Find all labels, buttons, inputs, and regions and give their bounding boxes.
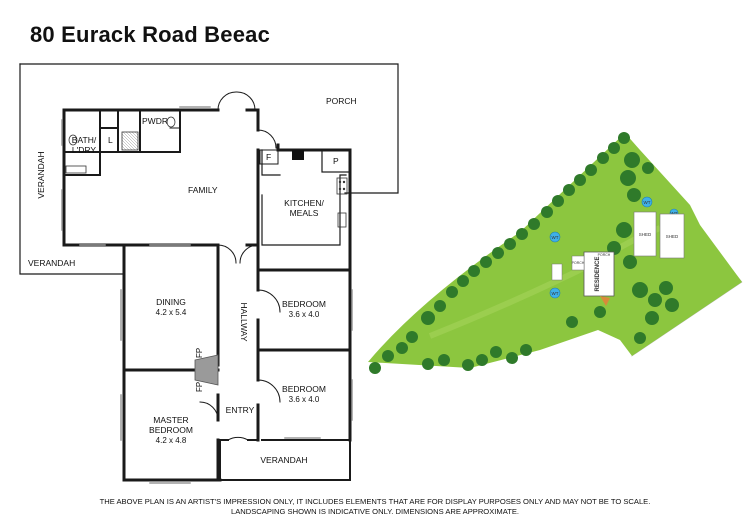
label-dining-dim: 4.2 x 5.4	[156, 308, 187, 317]
label-fp-1: FP	[195, 348, 204, 358]
label-l: L	[108, 135, 113, 145]
label-porch: PORCH	[326, 96, 357, 106]
site-water-tank-4: WT	[671, 211, 678, 216]
label-pwdr: PWDR	[142, 116, 168, 126]
verandah-outline	[19, 63, 399, 194]
label-bath: BATH/	[72, 135, 97, 145]
label-bedroom-2-dim: 3.6 x 4.0	[289, 395, 320, 404]
site-water-tank-3: WT	[644, 200, 651, 205]
site-land	[368, 133, 742, 368]
site-shed-1: SHED	[639, 232, 652, 237]
label-family: FAMILY	[188, 185, 218, 195]
label-laundry: L'DRY	[72, 145, 96, 155]
site-residence-label: RESIDENCE	[595, 256, 601, 291]
disclaimer-line-1: THE ABOVE PLAN IS AN ARTIST'S IMPRESSION…	[99, 497, 651, 506]
site-porch-label-2: PORCH	[572, 261, 585, 265]
label-pantry: P	[333, 156, 339, 166]
label-fridge: F	[266, 152, 271, 162]
label-master-bedroom: BEDROOM	[149, 425, 193, 435]
label-master-dim: 4.2 x 4.8	[156, 436, 187, 445]
label-meals: MEALS	[290, 208, 319, 218]
label-bedroom-1-dim: 3.6 x 4.0	[289, 310, 320, 319]
label-fp-2: FP	[195, 382, 204, 392]
fireplace	[194, 354, 219, 386]
label-entry: ENTRY	[226, 405, 255, 415]
label-dining: DINING	[156, 297, 186, 307]
site-residence	[583, 251, 615, 297]
site-shed-2: SHED	[666, 234, 679, 239]
label-kitchen: KITCHEN/	[284, 198, 324, 208]
site-porch-label: PORCH	[598, 253, 611, 257]
range-hood	[292, 150, 304, 160]
label-hallway: HALLWAY	[239, 302, 249, 341]
label-master: MASTER	[153, 415, 188, 425]
label-verandah-bottom: VERANDAH	[260, 455, 307, 465]
label-verandah-lower: VERANDAH	[28, 258, 75, 268]
disclaimer-line-2: LANDSCAPING SHOWN IS INDICATIVE ONLY. DI…	[230, 507, 520, 516]
label-verandah-left: VERANDAH	[36, 151, 46, 198]
label-bedroom-2: BEDROOM	[282, 384, 326, 394]
site-plan: WT WT WT WT SHED SHED RESIDENCE PORCH PO…	[368, 132, 743, 374]
site-water-tank-2: WT	[552, 291, 559, 296]
label-bedroom-1: BEDROOM	[282, 299, 326, 309]
disclaimer: THE ABOVE PLAN IS AN ARTIST'S IMPRESSION…	[0, 497, 750, 517]
page-title: 80 Eurack Road Beeac	[30, 22, 271, 47]
site-water-tank-1: WT	[552, 235, 559, 240]
